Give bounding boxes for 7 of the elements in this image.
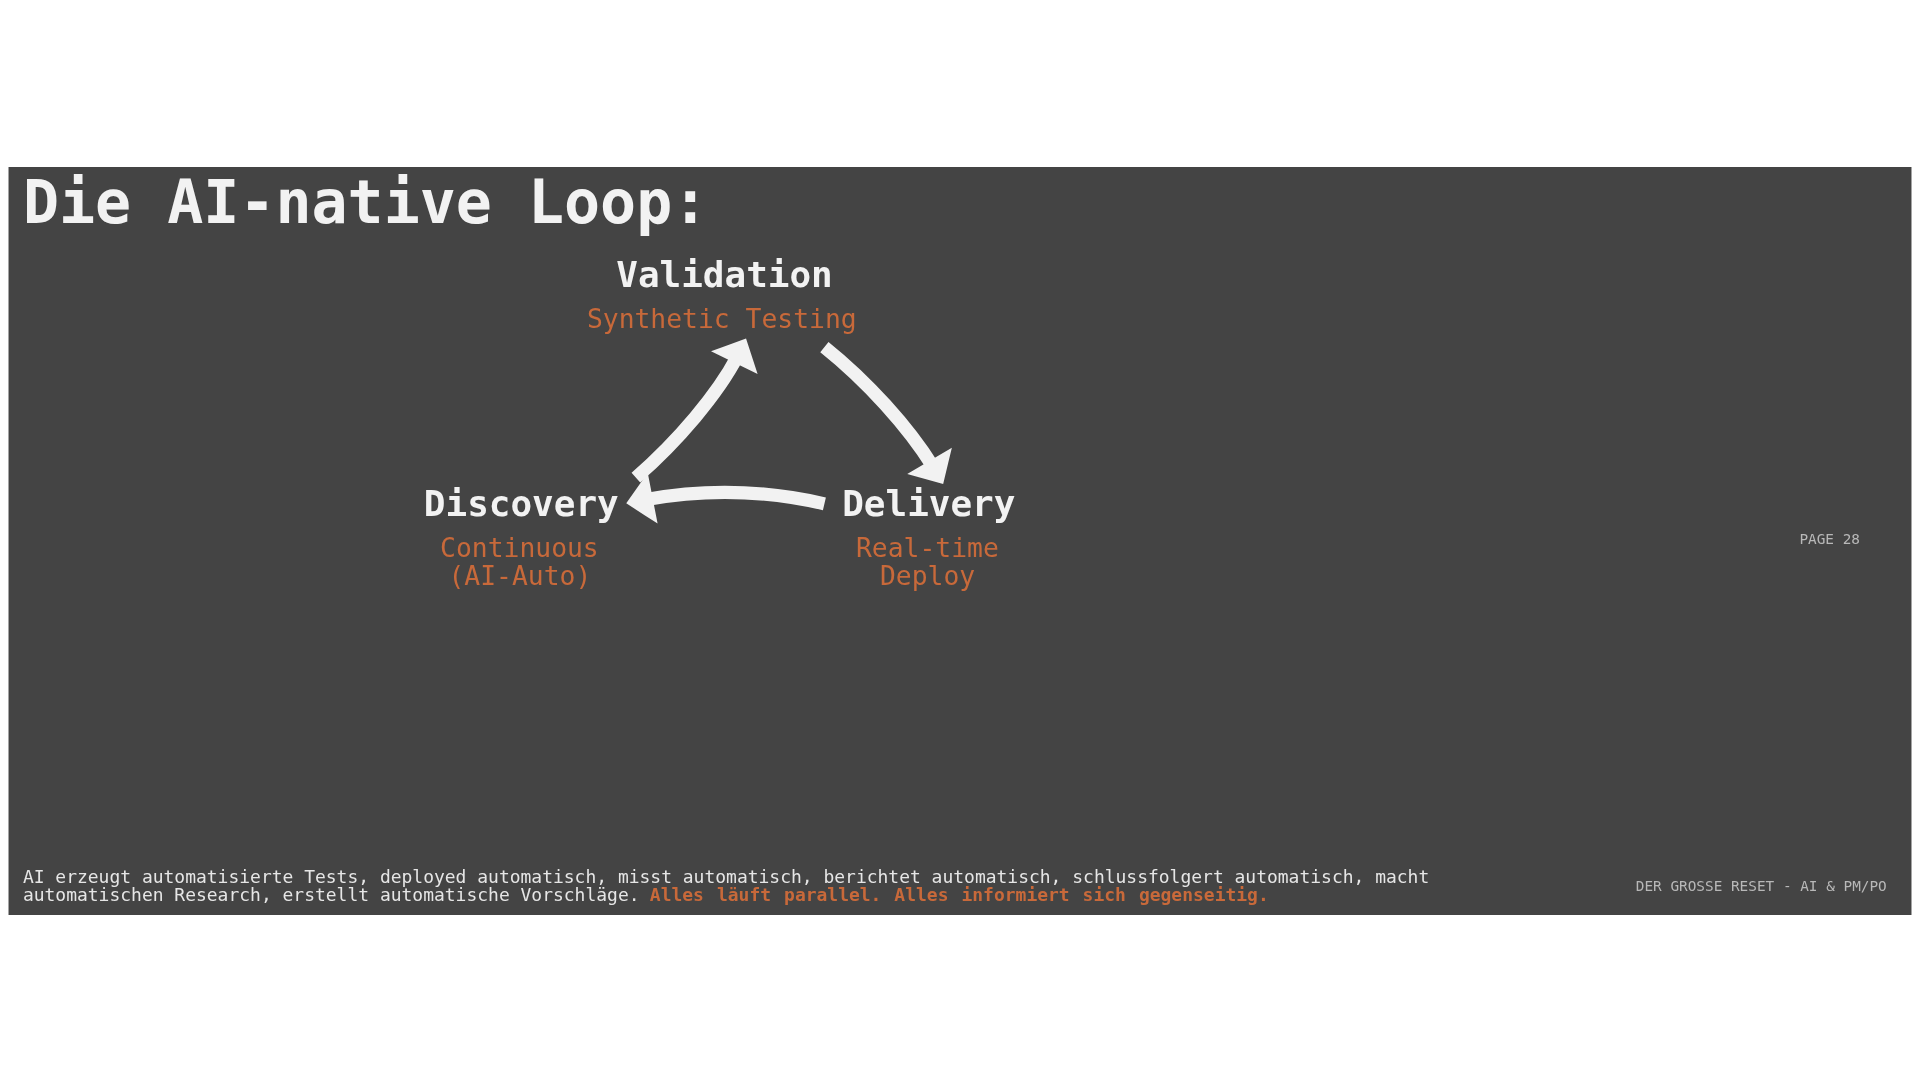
node-text: Validation Synthetic Testing <box>586 253 857 334</box>
node-text: Delivery Real-time Deploy <box>842 482 1016 591</box>
diagram-title: Die AI-native Loop: <box>22 166 709 237</box>
node-text: Discovery Continuous (AI-Auto) <box>423 482 619 591</box>
label: DER GROSSE RESET - AI & PM/PO <box>1635 877 1887 894</box>
label: PAGE 28 <box>1799 530 1860 547</box>
caption: AI erzeugt automatisierte Tests, deployed automatisch, misst automatisch, berichtet automatisch, schlussfolgert automatisch, macht automatischen Research, erstellt automatische Vorschläge. Alles läuft parallel. Alles informiert sich gegenseitig. <box>22 865 1430 905</box>
